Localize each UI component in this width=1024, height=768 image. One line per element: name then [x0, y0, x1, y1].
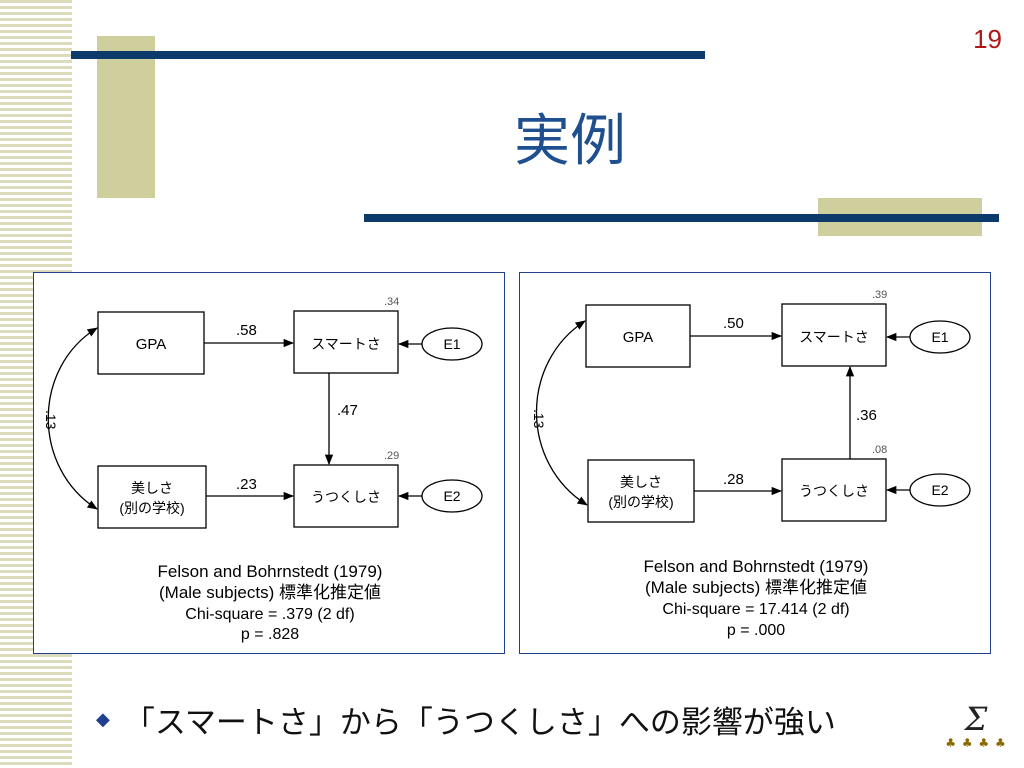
label-gpa: GPA — [623, 329, 654, 346]
label-e2: E2 — [443, 488, 460, 504]
label-beauty-line2: (別の学校) — [119, 500, 184, 516]
slide-title: 実例 — [514, 109, 626, 174]
coef-covariance: .13 — [531, 409, 547, 429]
sigma-logo-icon: Σ ♣ ♣ ♣ ♣ — [936, 702, 1016, 762]
logo-figures-icon: ♣ ♣ ♣ ♣ — [945, 736, 1007, 750]
caption-line-2: (Male subjects) 標準化推定値 — [645, 578, 867, 597]
covariance-curve — [47, 327, 98, 510]
r2-looks: .08 — [872, 444, 887, 456]
bullet-text: 「スマートさ」から「うつくしさ」への影響が強い — [123, 704, 836, 741]
label-smart: スマートさ — [799, 329, 869, 345]
path-diagram-right: GPA スマートさ 美しさ (別の学校) うつくしさ E1 E2 .39 .08… — [531, 289, 971, 639]
coef-gpa-smart: .50 — [723, 315, 744, 332]
caption-line-4: p = .000 — [727, 622, 785, 639]
caption-line-3: Chi-square = 17.414 (2 df) — [662, 601, 849, 618]
covariance-curve — [535, 320, 588, 506]
title-rule-top — [71, 51, 705, 59]
accent-block-left — [97, 36, 155, 198]
sigma-symbol: Σ — [964, 700, 988, 738]
diagram-panel-left: GPA スマートさ 美しさ (別の学校) うつくしさ E1 E2 .34 .29… — [33, 272, 505, 654]
coef-covariance: .13 — [43, 410, 59, 430]
diamond-bullet-icon: ◆ — [96, 708, 110, 730]
caption-line-4: p = .828 — [241, 626, 299, 643]
caption-line-3: Chi-square = .379 (2 df) — [185, 606, 354, 623]
label-e1: E1 — [931, 329, 948, 345]
page-number: 19 — [973, 24, 1002, 54]
title-rule-bottom — [364, 214, 999, 222]
label-smart: スマートさ — [311, 336, 381, 352]
label-e2: E2 — [931, 482, 948, 498]
bullet-item: ◆ 「スマートさ」から「うつくしさ」への影響が強い — [96, 697, 836, 741]
node-gpa — [97, 311, 205, 375]
label-gpa: GPA — [136, 336, 167, 353]
label-beauty-line1: 美しさ — [620, 474, 662, 490]
path-diagram-left: GPA スマートさ 美しさ (別の学校) うつくしさ E1 E2 .34 .29… — [43, 296, 483, 643]
label-beauty-line2: (別の学校) — [608, 494, 673, 510]
diagram-panel-right: GPA スマートさ 美しさ (別の学校) うつくしさ E1 E2 .39 .08… — [519, 272, 991, 654]
r2-looks: .29 — [384, 450, 399, 462]
coef-gpa-smart: .58 — [236, 322, 257, 339]
label-beauty-line1: 美しさ — [131, 480, 173, 496]
coef-looks-smart: .36 — [856, 407, 877, 424]
r2-smart: .39 — [872, 289, 887, 301]
coef-smart-looks: .47 — [337, 402, 358, 419]
caption-line-1: Felson and Bohrnstedt (1979) — [644, 557, 869, 576]
coef-beauty-looks: .28 — [723, 471, 744, 488]
caption-line-1: Felson and Bohrnstedt (1979) — [158, 562, 383, 581]
label-looks: うつくしさ — [799, 483, 869, 499]
node-beauty — [97, 465, 207, 529]
coef-beauty-looks: .23 — [236, 476, 257, 493]
r2-smart: .34 — [384, 296, 399, 308]
node-gpa — [585, 304, 691, 368]
label-e1: E1 — [443, 336, 460, 352]
node-beauty — [587, 459, 695, 523]
label-looks: うつくしさ — [311, 489, 381, 505]
node-looks — [781, 458, 887, 522]
caption-line-2: (Male subjects) 標準化推定値 — [159, 583, 381, 602]
